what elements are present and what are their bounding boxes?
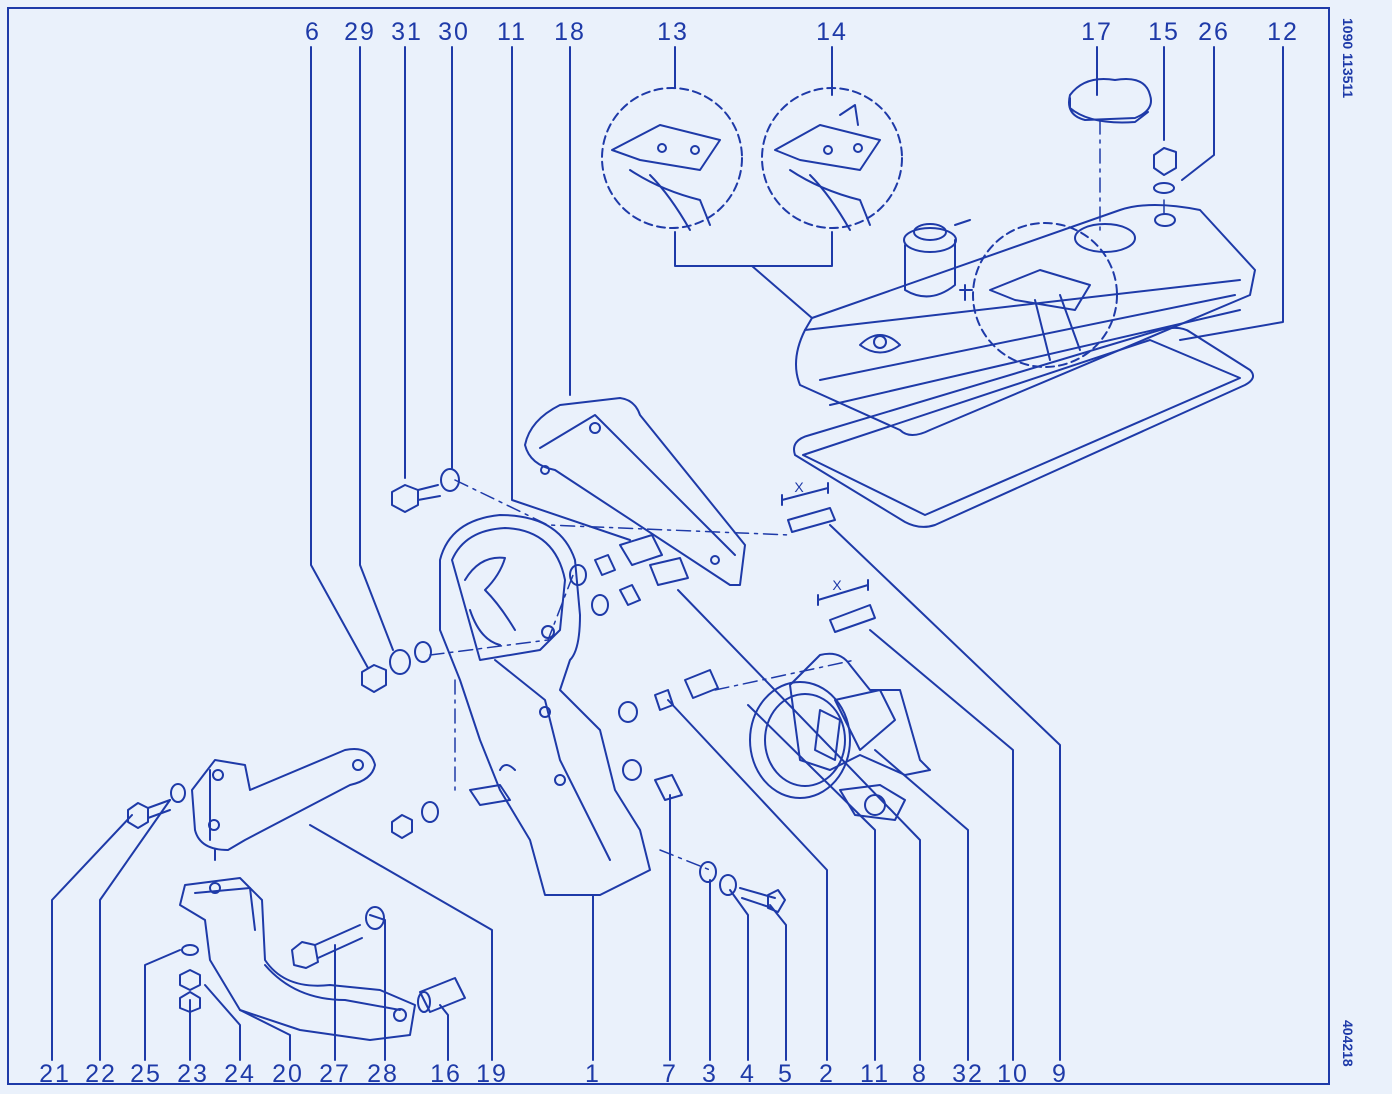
part-label-15: 15 <box>1148 18 1180 46</box>
bracket-19 <box>191 748 376 861</box>
fasteners-3-4-5 <box>699 861 786 913</box>
bushing-16 <box>417 977 466 1013</box>
left-fasteners <box>361 468 460 839</box>
part-label-11-top: 11 <box>497 18 527 46</box>
part-label-3: 3 <box>702 1060 718 1088</box>
part-label-19: 19 <box>476 1060 508 1088</box>
part-label-5: 5 <box>778 1060 794 1088</box>
studs-9-10 <box>781 482 876 633</box>
part-label-6: 6 <box>305 18 321 46</box>
part-label-25: 25 <box>130 1060 162 1088</box>
engine-mount-20 <box>179 877 416 1041</box>
upper-belt-cover <box>524 397 746 586</box>
part-label-14: 14 <box>816 18 848 46</box>
part-label-24: 24 <box>224 1060 256 1088</box>
part-label-32: 32 <box>952 1060 984 1088</box>
part-label-2: 2 <box>819 1060 835 1088</box>
nut-and-washer-15-26 <box>1153 147 1177 194</box>
part-label-17: 17 <box>1081 18 1113 46</box>
part-label-4: 4 <box>740 1060 756 1088</box>
valve-cover <box>795 204 1256 436</box>
part-label-10: 10 <box>997 1060 1029 1088</box>
part-label-13: 13 <box>657 18 689 46</box>
part-label-8: 8 <box>912 1060 928 1088</box>
bolt-21-washer-22 <box>127 783 186 829</box>
part-label-11-bottom: 11 <box>860 1060 890 1088</box>
part-label-30: 30 <box>438 18 470 46</box>
nuts-23-25 <box>179 944 201 1013</box>
part-label-7: 7 <box>662 1060 678 1088</box>
belt-tensioner <box>749 652 931 821</box>
detail-circle-14 <box>761 87 903 231</box>
spacers-bushings <box>569 534 719 801</box>
drawing-frame <box>7 7 1330 1085</box>
part-label-28: 28 <box>367 1060 399 1088</box>
axis-lines <box>429 119 1165 871</box>
gasket <box>793 326 1255 528</box>
side-reference-top: 1090 113511 <box>1340 18 1356 99</box>
part-label-9: 9 <box>1052 1060 1068 1088</box>
part-label-1: 1 <box>585 1060 601 1088</box>
dimension-x-lower: X <box>832 577 844 593</box>
leader-lines-bottom <box>51 524 1061 1061</box>
detail-circle-13 <box>601 87 743 231</box>
part-label-16: 16 <box>430 1060 462 1088</box>
part-label-23: 23 <box>177 1060 209 1088</box>
dimension-x-upper: X <box>794 479 806 495</box>
part-label-21: 21 <box>39 1060 71 1088</box>
part-label-27: 27 <box>319 1060 351 1088</box>
lower-belt-cover <box>439 514 651 896</box>
part-label-12: 12 <box>1267 18 1299 46</box>
part-label-31: 31 <box>391 18 423 46</box>
part-label-18: 18 <box>554 18 586 46</box>
side-reference-bottom: 404218 <box>1340 1020 1356 1067</box>
part-label-29: 29 <box>344 18 376 46</box>
part-label-20: 20 <box>272 1060 304 1088</box>
leader-lines-top <box>310 46 1284 669</box>
bolt-27-washer-28 <box>291 906 385 969</box>
part-label-26: 26 <box>1198 18 1230 46</box>
part-label-22: 22 <box>85 1060 117 1088</box>
oil-filler-cap <box>1068 78 1152 124</box>
